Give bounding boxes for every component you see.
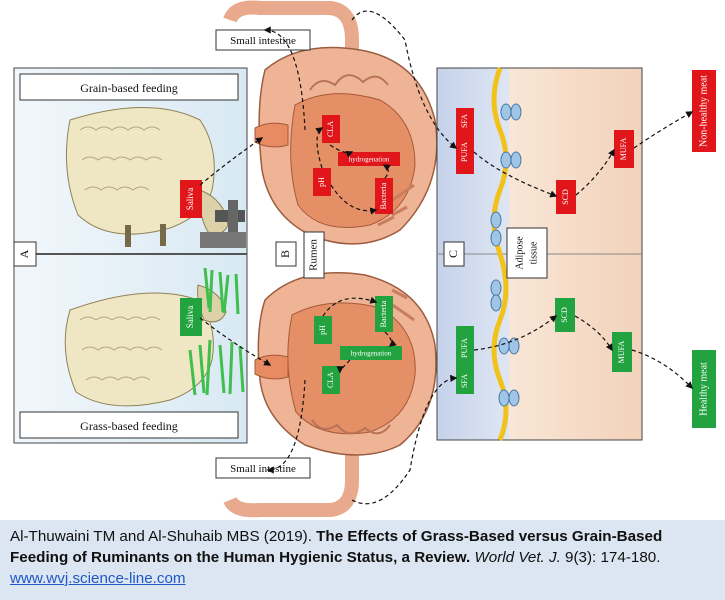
caption-authors: Al-Thuwaini TM and Al-Shuhaib MBS (2019)… xyxy=(10,528,317,545)
grain-fed-sheep xyxy=(65,107,246,248)
flow-arrows xyxy=(199,10,694,505)
sfa-tag-grain: SFA xyxy=(460,114,469,128)
panel-b: Small intestine Small intestine B Rumen … xyxy=(215,0,438,518)
panel-c: C Adipose tissue PUFA SFA SCD MUFA SFA P… xyxy=(436,67,643,441)
pufa-tag-grass: PUFA xyxy=(460,338,469,358)
grain-feeding-title: Grain-based feeding xyxy=(80,81,178,95)
saliva-tag-grass: Saliva xyxy=(185,306,195,329)
panel-a: Grain-based feeding Grass-based feeding … xyxy=(13,67,248,444)
sfa-tag-grass: SFA xyxy=(460,374,469,388)
pufa-tag-grain: PUFA xyxy=(460,142,469,162)
panel-b-letter: B xyxy=(278,250,292,258)
non-healthy-meat-label: Non-healthy meat xyxy=(698,75,709,147)
scd-tag-grain: SCD xyxy=(561,189,570,205)
cla-tag-grass: CLA xyxy=(326,372,335,388)
mufa-tag-grain: MUFA xyxy=(619,138,628,161)
caption-link[interactable]: www.wvj.science-line.com xyxy=(10,570,186,587)
caption-journal: World Vet. J. xyxy=(474,549,561,566)
small-intestine-label-top: Small intestine xyxy=(230,35,296,47)
citation-caption: Al-Thuwaini TM and Al-Shuhaib MBS (2019)… xyxy=(0,520,725,600)
bacteria-tag-grain: Bacteria xyxy=(379,182,388,209)
mufa-tag-grass: MUFA xyxy=(617,341,626,364)
rumen-grass xyxy=(254,272,437,456)
grass-fed-sheep xyxy=(64,267,245,407)
grass-feeding-title: Grass-based feeding xyxy=(80,419,178,433)
cla-tag-grain: CLA xyxy=(326,121,335,137)
diagram-figure: Grain-based feeding Grass-based feeding … xyxy=(13,0,716,518)
panel-c-letter: C xyxy=(446,250,460,258)
caption-title: The Effects of Grass-Based versus Grain-… xyxy=(10,528,663,566)
hydrogenation-tag-grass: hydrogenation xyxy=(351,350,392,358)
panel-a-letter: A xyxy=(17,249,31,258)
rumen-grain xyxy=(254,46,438,245)
hydrogenation-tag-grain: hydrogenation xyxy=(349,156,390,164)
small-intestine-label-bottom: Small intestine xyxy=(230,463,296,475)
rumen-label: Rumen xyxy=(308,239,320,271)
adipose-label-line2: tissue xyxy=(528,241,539,264)
scd-tag-grass: SCD xyxy=(560,307,569,323)
caption-volume-pages: 9(3): 174-180. xyxy=(560,549,661,566)
healthy-meat-label: Healthy meat xyxy=(698,362,709,416)
adipose-label-line1: Adipose xyxy=(514,236,525,270)
saliva-tag-grain: Saliva xyxy=(185,188,195,211)
ph-tag-grass: pH xyxy=(318,325,327,335)
bacteria-tag-grass: Bacteria xyxy=(379,300,388,327)
ph-tag-grain: pH xyxy=(317,177,326,187)
